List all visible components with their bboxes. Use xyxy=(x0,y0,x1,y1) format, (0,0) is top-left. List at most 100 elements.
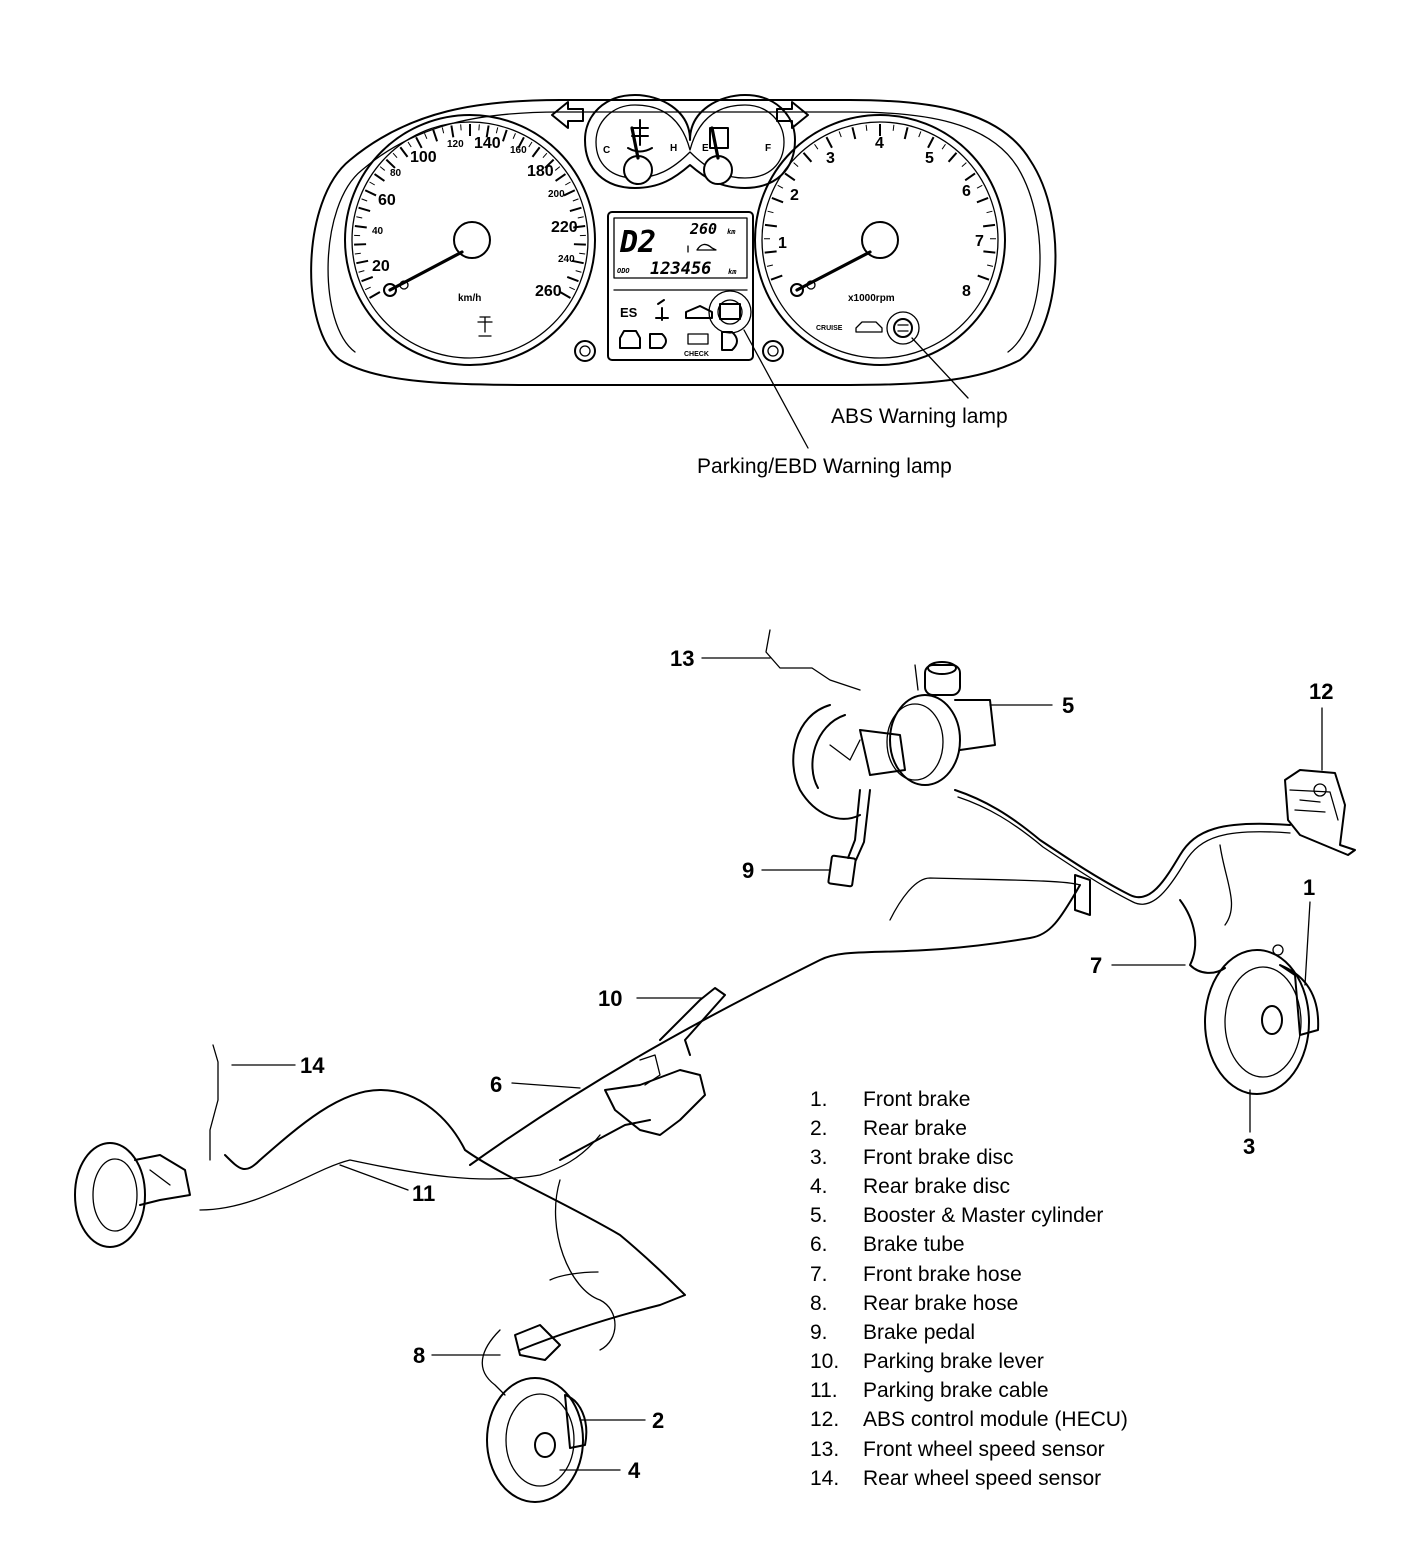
four-wd-icon xyxy=(619,330,641,349)
gauge-tick xyxy=(392,152,398,158)
gauge-tick xyxy=(369,181,375,186)
tach-unit: x1000rpm xyxy=(848,293,895,304)
speed-tick-label: 40 xyxy=(372,226,384,237)
gauge-tick xyxy=(814,143,819,150)
legend-item: 13.Front wheel speed sensor xyxy=(810,1438,1230,1467)
gauge-tick xyxy=(572,198,579,202)
callout-7: 7 xyxy=(1090,953,1102,978)
gauge-tick xyxy=(575,270,582,273)
gauge-tick xyxy=(528,141,533,148)
rear-right-brake-assembly xyxy=(481,1324,588,1503)
gauge-tick xyxy=(542,152,548,158)
rear-brake-disc xyxy=(486,1377,584,1503)
speedometer-needle xyxy=(388,250,464,292)
gauge-tick xyxy=(892,124,895,131)
gauge-tick xyxy=(512,133,516,139)
legend-item: 1.Front brake xyxy=(810,1088,1230,1117)
gauge-tick xyxy=(501,129,508,142)
gauge-tick xyxy=(407,141,412,148)
legend-label: Front brake hose xyxy=(863,1263,1022,1286)
gauge-tick xyxy=(764,223,778,228)
callout-6: 6 xyxy=(490,1072,502,1097)
rear-brake-hose xyxy=(481,1329,506,1396)
front-brake-hose xyxy=(1179,899,1226,974)
gauge-tick xyxy=(825,136,833,149)
callout-3: 3 xyxy=(1243,1134,1255,1159)
brake-pedal xyxy=(827,789,871,888)
gauge-tick xyxy=(544,158,555,169)
gauge-tick xyxy=(927,136,935,149)
gauge-tick xyxy=(358,206,371,213)
legend-item: 10.Parking brake lever xyxy=(810,1350,1230,1379)
airbag-warning-icon xyxy=(655,299,669,321)
callout-13: 13 xyxy=(670,646,694,671)
gauge-tick xyxy=(766,264,773,267)
gauge-tick xyxy=(354,225,367,229)
gauge-tick xyxy=(987,264,994,267)
legend-item: 7.Front brake hose xyxy=(810,1263,1230,1292)
front-brake-disc xyxy=(1204,949,1310,1095)
gauge-tick xyxy=(565,181,571,186)
legend-label: Front brake disc xyxy=(863,1146,1014,1169)
gauge-tick xyxy=(802,152,813,163)
odo-label: ODO xyxy=(617,267,630,275)
gauge-tick xyxy=(415,136,423,149)
brake-system-layout: 13 5 12 1 9 7 10 3 6 14 11 8 2 4 xyxy=(74,629,1356,1503)
legend-label: Front wheel speed sensor xyxy=(863,1438,1105,1461)
gauge-tick xyxy=(764,250,777,254)
car-icon xyxy=(855,321,883,333)
temp-hot-label: H xyxy=(670,143,677,154)
tach-tick-label: 8 xyxy=(962,283,971,300)
gauge-tick xyxy=(961,162,967,167)
gauge-tick xyxy=(770,274,783,281)
abs-warning-lamp-label: ABS Warning lamp xyxy=(831,405,1008,428)
legend-item: 5.Booster & Master cylinder xyxy=(810,1204,1230,1233)
gauge-tick xyxy=(851,127,857,140)
speed-tick-label: 20 xyxy=(372,258,390,275)
rear-wheel-speed-sensor xyxy=(209,1044,219,1161)
gauge-tick xyxy=(865,124,868,131)
seatbelt-warning-icon xyxy=(477,316,493,337)
legend-number: 11. xyxy=(810,1379,838,1402)
speed-tick-label: 120 xyxy=(447,139,464,150)
gauge-tick xyxy=(571,259,584,265)
gauge-tick xyxy=(559,291,571,299)
gauge-tick xyxy=(424,133,428,139)
fuel-empty-label: E xyxy=(702,143,709,154)
tachometer: 1 2 3 4 5 6 7 8 x1000rpm CRUISE xyxy=(754,114,1006,366)
gauge-tick xyxy=(579,252,586,255)
legend-number: 1. xyxy=(810,1088,828,1111)
gauge-tick xyxy=(554,166,561,171)
gauge-tick xyxy=(364,286,371,291)
gauge-tick xyxy=(767,210,774,214)
gauge-tick xyxy=(986,210,993,214)
brake-tube xyxy=(954,789,1291,899)
gauge-tick xyxy=(941,143,946,150)
gauge-tick xyxy=(495,127,499,134)
gauge-tick xyxy=(373,173,385,182)
gauge-tick xyxy=(918,131,922,138)
legend-number: 10. xyxy=(810,1350,840,1373)
gauge-tick xyxy=(563,189,576,197)
fuel-full-label: F xyxy=(765,143,771,154)
gauge-tick xyxy=(555,173,567,182)
lcd-warning-panel: D2 260 km ODO 123456 km ES CHECK xyxy=(607,211,754,361)
gauge-tick xyxy=(361,198,368,202)
gauge-tick xyxy=(356,259,369,265)
gauge-tick xyxy=(354,252,361,255)
instrument-cluster: 20 40 60 80 100 120 140 160 180 200 220 … xyxy=(310,94,1057,478)
door-ajar-icon xyxy=(721,331,738,351)
speed-tick-label: 100 xyxy=(410,149,437,166)
tach-tick-label: 1 xyxy=(778,235,787,252)
tachometer-needle xyxy=(795,250,872,292)
legend-item: 11.Parking brake cable xyxy=(810,1379,1230,1408)
legend-label: Booster & Master cylinder xyxy=(863,1204,1104,1227)
gauge-tick xyxy=(793,162,799,167)
legend-label: Rear brake disc xyxy=(863,1175,1011,1198)
callout-12: 12 xyxy=(1309,679,1333,704)
brake-ebd-warning-lamp xyxy=(719,303,741,320)
gauge-tick xyxy=(399,146,409,158)
left-turn-arrow-icon xyxy=(551,101,584,129)
legend-label: ABS control module (HECU) xyxy=(863,1408,1128,1431)
gauge-tick xyxy=(517,136,525,149)
